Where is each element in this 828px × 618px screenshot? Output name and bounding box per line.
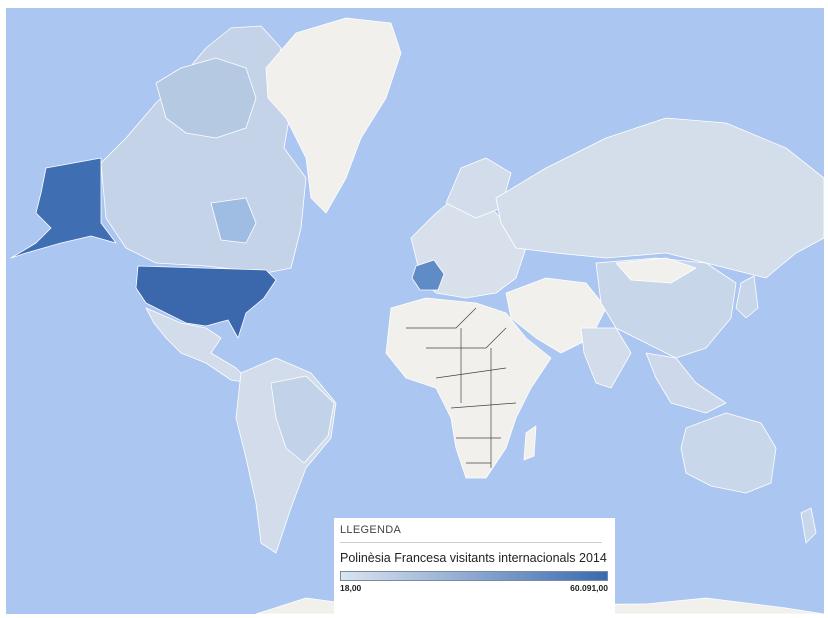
legend-max-label: 60.091,00 — [570, 583, 608, 593]
region-hudson-lakes[interactable] — [210, 197, 257, 244]
map-legend: LLEGENDA Polinèsia Francesa visitants in… — [334, 518, 615, 614]
region-africa[interactable] — [385, 297, 552, 479]
legend-title: Polinèsia Francesa visitants internacion… — [340, 551, 607, 565]
legend-heading: LLEGENDA — [340, 524, 602, 543]
legend-min-label: 18,00 — [340, 583, 362, 593]
region-russia[interactable] — [495, 117, 824, 279]
map-canvas[interactable] — [6, 8, 824, 614]
region-greenland[interactable] — [265, 17, 402, 214]
region-japan[interactable] — [735, 275, 759, 319]
africa-borders — [406, 307, 517, 468]
region-usa[interactable] — [135, 265, 277, 339]
region-new-zealand[interactable] — [800, 507, 817, 544]
legend-color-scale — [340, 571, 608, 581]
region-australia[interactable] — [680, 412, 777, 494]
region-canada-arctic[interactable] — [155, 57, 257, 139]
region-se-asia[interactable] — [645, 352, 727, 414]
region-alaska[interactable] — [10, 157, 117, 259]
region-scandinavia[interactable] — [445, 157, 512, 219]
region-brazil[interactable] — [270, 375, 335, 464]
region-china[interactable] — [595, 257, 737, 359]
region-france[interactable] — [411, 259, 445, 291]
world-map[interactable]: LLEGENDA Polinèsia Francesa visitants in… — [6, 8, 824, 614]
region-mongolia[interactable] — [615, 257, 697, 284]
region-madagascar[interactable] — [523, 425, 537, 461]
legend-scale-labels: 18,00 60.091,00 — [340, 583, 608, 593]
region-india[interactable] — [580, 327, 632, 389]
